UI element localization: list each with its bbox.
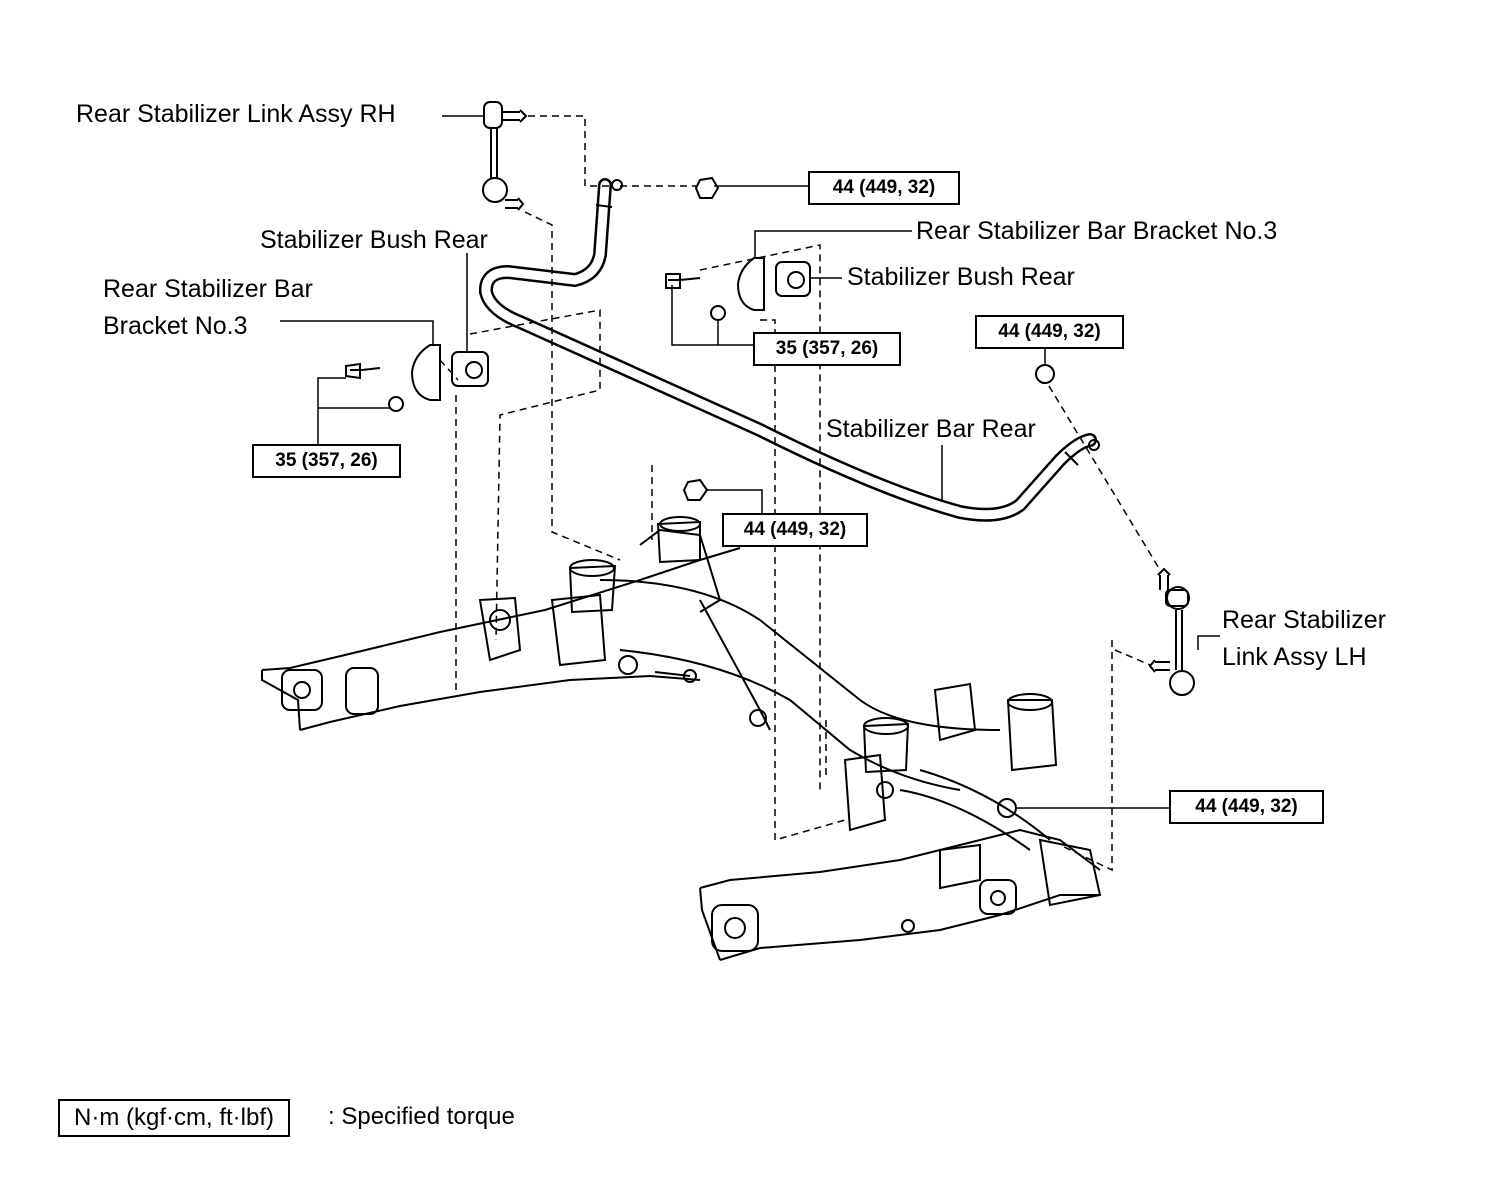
left-bracket-assembly bbox=[345, 344, 489, 412]
right-bracket-assembly bbox=[665, 257, 811, 321]
label-bracket-left-line1: Rear Stabilizer Bar bbox=[103, 275, 313, 303]
leader-lines bbox=[280, 115, 1220, 809]
label-link-rh: Rear Stabilizer Link Assy RH bbox=[76, 100, 396, 128]
torque-lh-link-upper: 44 (449, 32) bbox=[975, 315, 1124, 349]
torque-left-bracket-bolts: 35 (357, 26) bbox=[252, 444, 401, 478]
link-rh-part bbox=[482, 101, 528, 211]
legend-description: : Specified torque bbox=[328, 1103, 515, 1130]
torque-center-nut: 44 (449, 32) bbox=[722, 513, 868, 547]
label-link-lh-line2: Link Assy LH bbox=[1222, 643, 1367, 671]
label-bracket-left-line2: Bracket No.3 bbox=[103, 312, 248, 340]
torque-lh-link-lower: 44 (449, 32) bbox=[1169, 790, 1324, 824]
label-link-lh-line1: Rear Stabilizer bbox=[1222, 606, 1386, 634]
label-bush-right: Stabilizer Bush Rear bbox=[847, 263, 1075, 291]
label-bush-left: Stabilizer Bush Rear bbox=[260, 226, 488, 254]
legend-unit-box: N·m (kgf·cm, ft·lbf) bbox=[58, 1099, 290, 1137]
label-bracket-right: Rear Stabilizer Bar Bracket No.3 bbox=[916, 217, 1278, 245]
label-stabilizer-bar: Stabilizer Bar Rear bbox=[826, 415, 1036, 443]
suspension-member bbox=[261, 516, 1102, 961]
torque-right-bracket-bolts: 35 (357, 26) bbox=[753, 332, 901, 366]
nuts bbox=[682, 176, 1055, 818]
torque-top-nut: 44 (449, 32) bbox=[808, 171, 960, 205]
stabilizer-bar-rear bbox=[479, 178, 1100, 522]
alignment-lines bbox=[439, 115, 1161, 872]
link-lh-part bbox=[1148, 567, 1195, 696]
